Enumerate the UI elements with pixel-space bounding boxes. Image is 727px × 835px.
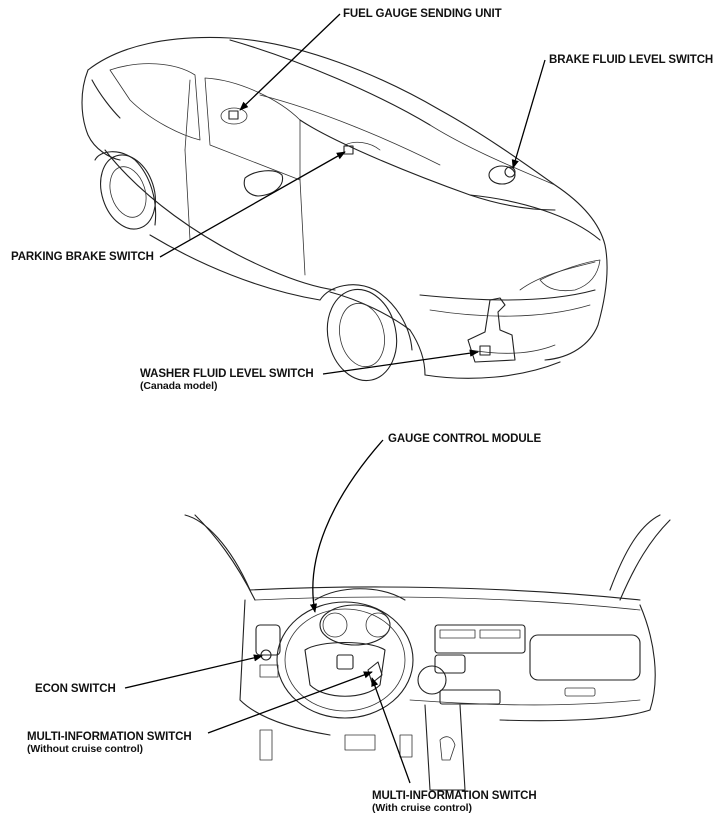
label-gauge-control-module: GAUGE CONTROL MODULE <box>388 433 542 445</box>
label-fuel-gauge-sending-unit: FUEL GAUGE SENDING UNIT <box>343 8 502 20</box>
label-econ-switch: ECON SWITCH <box>35 683 116 695</box>
label-with-cruise-note: (With cruise control) <box>372 802 472 814</box>
dashboard-illustration <box>184 514 671 791</box>
label-washer-fluid-level-switch: WASHER FLUID LEVEL SWITCH <box>140 368 314 380</box>
label-without-cruise-note: (Without cruise control) <box>27 743 143 755</box>
label-multi-information-switch-with-cruise: MULTI-INFORMATION SWITCH <box>372 790 537 802</box>
label-washer-fluid-note: (Canada model) <box>140 380 218 392</box>
label-parking-brake-switch: PARKING BRAKE SWITCH <box>11 251 154 263</box>
label-multi-information-switch-without-cruise: MULTI-INFORMATION SWITCH <box>27 731 192 743</box>
car-illustration <box>81 36 608 382</box>
label-brake-fluid-level-switch: BRAKE FLUID LEVEL SWITCH <box>549 54 714 66</box>
